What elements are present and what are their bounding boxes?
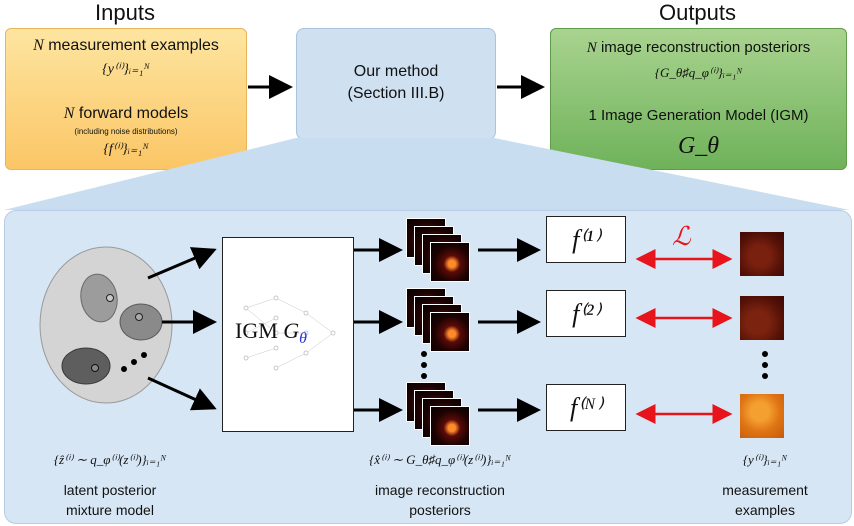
forward-models-line: N forward models — [6, 105, 246, 123]
latent-sample-dot-1 — [106, 294, 114, 302]
forward-model-1: f⁽¹⁾ — [546, 216, 626, 263]
ellipsis-dot — [121, 366, 127, 372]
noise-note: (including noise distributions) — [74, 127, 178, 136]
igm-label: IGM Gθ — [235, 318, 308, 347]
arrow-latent-to-igm-3 — [147, 376, 217, 411]
mixture-component-1 — [80, 273, 118, 323]
igm-output-label: Image Generation Model (IGM) — [600, 107, 809, 124]
latent-formula: {ẑ⁽ⁱ⁾ ∼ q_φ⁽ⁱ⁾(z⁽ⁱ⁾)}ᵢ₌₁ᴺ — [53, 452, 167, 467]
reconstruction-stack-1 — [406, 218, 470, 282]
g-theta-symbol: G_θ — [677, 133, 720, 159]
igm-box: IGM Gθ — [222, 237, 354, 432]
mixture-component-3 — [61, 347, 111, 385]
n-symbol: N — [586, 40, 597, 56]
outputs-heading: Outputs — [658, 0, 737, 25]
recon-caption-line-2: posteriors — [409, 502, 471, 518]
igm-theta-symbol: θ — [299, 330, 308, 347]
mixture-component-2 — [119, 303, 163, 341]
latent-caption-line-1: latent posterior — [63, 482, 157, 498]
measurement-caption-line-1: measurement — [722, 482, 808, 498]
posteriors-label: image reconstruction posteriors — [600, 39, 811, 56]
neural-network-icon — [243, 295, 336, 371]
latent-caption-line-2: mixture model — [66, 502, 154, 518]
arrow-latent-to-igm-1 — [147, 247, 217, 280]
latent-sample-dot-3 — [91, 364, 99, 372]
reconstruction-image — [430, 312, 470, 352]
reconstruction-image — [430, 406, 470, 446]
latent-sample-dot-2 — [135, 313, 143, 321]
ellipsis-dot — [762, 362, 768, 368]
igm-text: IGM — [235, 318, 278, 343]
measurement-image-1 — [740, 232, 784, 276]
forward-model-2: f⁽²⁾ — [546, 290, 626, 337]
ellipsis-dot — [762, 373, 768, 379]
n-symbol: N — [33, 37, 44, 54]
measurement-examples-label: measurement examples — [48, 37, 219, 54]
y-set-formula: {y⁽ⁱ⁾}ᵢ₌₁ᴺ — [102, 62, 150, 77]
method-title: Our method — [353, 63, 439, 80]
one-symbol: 1 — [588, 107, 597, 124]
measurement-formula: {y⁽ⁱ⁾}ᵢ₌₁ᴺ — [742, 452, 788, 467]
method-section: (Section III.B) — [347, 85, 445, 102]
ellipsis-dot — [131, 359, 137, 365]
reconstruction-image — [430, 242, 470, 282]
ellipsis-dot — [421, 351, 427, 357]
reconstruction-stack-N — [406, 382, 470, 446]
ellipsis-dot — [141, 352, 147, 358]
expansion-funnel — [4, 138, 850, 210]
measurement-image-N — [740, 394, 784, 438]
igm-g-symbol: G — [283, 318, 300, 343]
posteriors-line: N image reconstruction posteriors — [551, 39, 846, 57]
forward-models-label: forward models — [78, 105, 189, 122]
inputs-heading: Inputs — [95, 0, 155, 25]
measurement-examples-line: N measurement examples — [6, 37, 246, 55]
forward-model-N: f⁽ᴺ⁾ — [546, 384, 626, 431]
n-symbol: N — [63, 105, 75, 122]
inputs-box: N measurement examples {y⁽ⁱ⁾}ᵢ₌₁ᴺ N forw… — [5, 28, 247, 170]
ellipsis-dot — [762, 351, 768, 357]
recon-caption-line-1: image reconstruction — [375, 482, 505, 498]
igm-output-line: 1 Image Generation Model (IGM) — [551, 107, 846, 124]
f-set-formula: {f⁽ⁱ⁾}ᵢ₌₁ᴺ — [103, 142, 149, 157]
ellipsis-dot — [421, 362, 427, 368]
measurement-image-2 — [740, 296, 784, 340]
posteriors-formula: {G_θ♯q_φ⁽ⁱ⁾}ᵢ₌₁ᴺ — [654, 65, 743, 80]
ellipsis-dot — [421, 373, 427, 379]
recon-formula: {x̂⁽ⁱ⁾ ∼ G_θ♯q_φ⁽ⁱ⁾(z⁽ⁱ⁾)}ᵢ₌₁ᴺ — [369, 452, 511, 467]
measurement-caption-line-2: examples — [735, 502, 795, 518]
loss-symbol: ℒ — [672, 222, 691, 251]
reconstruction-stack-2 — [406, 288, 470, 352]
outputs-box: N image reconstruction posteriors {G_θ♯q… — [550, 28, 847, 170]
